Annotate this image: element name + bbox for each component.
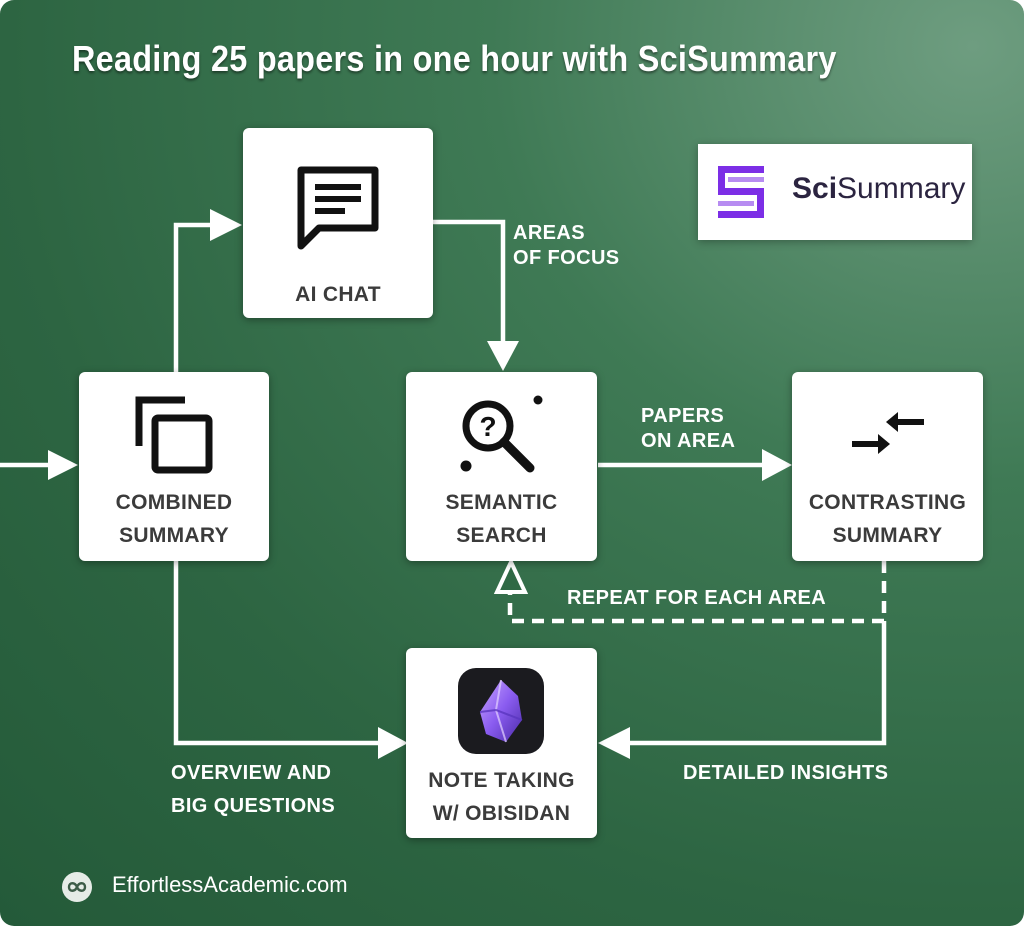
scisummary-logo: SciSummary bbox=[698, 144, 972, 240]
arrow-combined-to-chat bbox=[173, 222, 212, 372]
infinity-icon bbox=[62, 872, 92, 902]
edge-label-papers-line2: ON AREA bbox=[641, 430, 736, 452]
node-label-line2: W/ OBISIDAN bbox=[432, 802, 571, 825]
logo-text-bold: Sci bbox=[792, 172, 838, 205]
arrow-combined-to-notes bbox=[173, 561, 380, 746]
search-question-icon: ? bbox=[460, 395, 543, 473]
node-label-line1: NOTE TAKING bbox=[428, 769, 575, 792]
scisummary-logo-text: SciSummary bbox=[792, 172, 965, 206]
edge-label-areas-line2: OF FOCUS bbox=[513, 247, 620, 269]
svg-text:?: ? bbox=[479, 411, 496, 442]
node-label-line2: SEARCH bbox=[456, 524, 547, 547]
node-contrasting-summary: CONTRASTING SUMMARY bbox=[792, 372, 983, 561]
node-label-line1: COMBINED bbox=[115, 491, 233, 514]
edge-label-overview-line1: OVERVIEW AND bbox=[171, 762, 332, 784]
logo-text-rest: Summary bbox=[837, 172, 966, 205]
node-note-taking: NOTE TAKING W/ OBISIDAN bbox=[406, 648, 597, 838]
edge-label-overview-line2: BIG QUESTIONS bbox=[171, 795, 336, 817]
arrow-repeat-dashed bbox=[507, 561, 887, 624]
edge-label-areas-line1: AREAS bbox=[513, 222, 586, 244]
arrow-chat-to-search bbox=[433, 219, 506, 343]
edge-label-papers-line1: PAPERS bbox=[641, 405, 725, 427]
node-label-line2: SUMMARY bbox=[832, 524, 943, 547]
arrowhead-chat bbox=[210, 209, 242, 241]
arrow-contrast-to-notes bbox=[628, 621, 887, 746]
footer-site-link[interactable]: EffortlessAcademic.com bbox=[112, 872, 348, 897]
node-label-line1: CONTRASTING bbox=[808, 491, 967, 514]
arrowhead-contrast bbox=[762, 449, 792, 481]
node-label-line2: SUMMARY bbox=[119, 524, 229, 547]
node-ai-chat: AI CHAT bbox=[243, 128, 433, 318]
arrowhead-repeat bbox=[493, 557, 529, 594]
page-title: Reading 25 papers in one hour with SciSu… bbox=[72, 38, 837, 79]
arrowhead-search bbox=[487, 341, 519, 371]
edge-label-detailed: DETAILED INSIGHTS bbox=[683, 762, 889, 784]
edge-label-repeat: REPEAT FOR EACH AREA bbox=[567, 587, 827, 609]
arrowhead-entry bbox=[48, 450, 78, 480]
arrowhead-notes-right bbox=[598, 727, 630, 759]
node-combined-summary: COMBINED SUMMARY bbox=[79, 372, 269, 561]
copy-icon bbox=[135, 396, 213, 474]
scisummary-logo-icon bbox=[718, 166, 764, 218]
arrowhead-notes-left bbox=[378, 727, 408, 759]
compare-arrows-icon bbox=[852, 412, 924, 454]
node-label: AI CHAT bbox=[295, 283, 381, 306]
chat-bubble-icon bbox=[297, 166, 379, 250]
obsidian-icon bbox=[458, 668, 544, 754]
node-label-line1: SEMANTIC bbox=[445, 491, 558, 514]
node-semantic-search: ? SEMANTIC SEARCH bbox=[406, 372, 597, 561]
